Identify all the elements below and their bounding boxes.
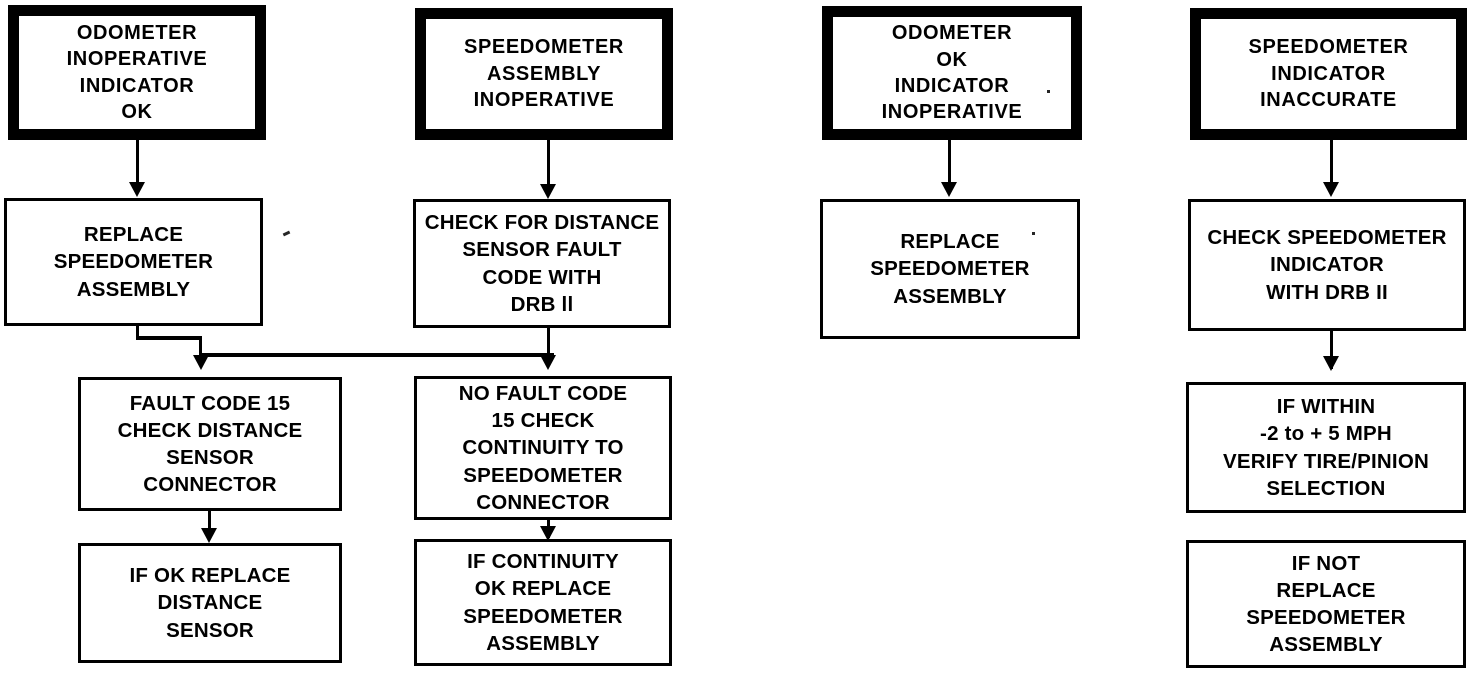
node-c3-step1: REPLACE SPEEDOMETER ASSEMBLY <box>820 199 1080 339</box>
node-c2-step3: IF CONTINUITY OK REPLACE SPEEDOMETER ASS… <box>414 539 672 666</box>
arrowhead-c2-s2 <box>540 355 556 370</box>
scan-speck <box>949 30 952 32</box>
node-c1-header: ODOMETER INOPERATIVE INDICATOR OK <box>8 5 266 140</box>
node-label: REPLACE SPEEDOMETER ASSEMBLY <box>53 223 214 301</box>
arrowhead-c4-s2 <box>1323 356 1339 371</box>
node-c4-step3: IF NOT REPLACE SPEEDOMETER ASSEMBLY <box>1186 540 1466 668</box>
node-label: ODOMETER INOPERATIVE INDICATOR OK <box>66 21 208 123</box>
connector-c4-header-to-s1 <box>1330 140 1333 192</box>
scan-speck <box>1032 232 1035 235</box>
node-c1-step2: FAULT CODE 15 CHECK DISTANCE SENSOR CONN… <box>78 377 342 511</box>
connector-branch-top-left <box>136 336 201 340</box>
node-c2-step1: CHECK FOR DISTANCE SENSOR FAULT CODE WIT… <box>413 199 671 328</box>
scan-speck <box>282 230 291 237</box>
node-label: IF NOT REPLACE SPEEDOMETER ASSEMBLY <box>1246 551 1406 657</box>
node-label: FAULT CODE 15 CHECK DISTANCE SENSOR CONN… <box>117 391 303 497</box>
connector-c4-s1-to-s2 <box>1330 331 1333 369</box>
node-label: IF WITHIN -2 to + 5 MPH VERIFY TIRE/PINI… <box>1223 395 1429 500</box>
arrowhead-c1-s2 <box>193 355 209 370</box>
node-label: ODOMETER OK INDICATOR INOPERATIVE <box>881 22 1023 124</box>
node-label: IF OK REPLACE DISTANCE SENSOR <box>129 564 291 642</box>
connector-c1-s1-drop <box>136 326 139 340</box>
scan-speck <box>1047 90 1050 93</box>
arrowhead-c4-s1 <box>1323 182 1339 197</box>
node-c2-step2: NO FAULT CODE 15 CHECK CONTINUITY TO SPE… <box>414 376 672 520</box>
node-c1-step1: REPLACE SPEEDOMETER ASSEMBLY <box>4 198 263 326</box>
node-c4-step1: CHECK SPEEDOMETER INDICATOR WITH DRB II <box>1188 199 1466 331</box>
node-label: CHECK FOR DISTANCE SENSOR FAULT CODE WIT… <box>424 211 660 316</box>
node-label: CHECK SPEEDOMETER INDICATOR WITH DRB II <box>1207 226 1447 304</box>
connector-c2-header-to-s1 <box>547 140 550 194</box>
connector-c1-header-to-s1 <box>136 140 139 192</box>
arrowhead-c2-s1 <box>540 184 556 199</box>
node-label: REPLACE SPEEDOMETER ASSEMBLY <box>870 230 1030 308</box>
arrowhead-c2-s3 <box>540 526 556 541</box>
node-c4-step2: IF WITHIN -2 to + 5 MPH VERIFY TIRE/PINI… <box>1186 382 1466 513</box>
node-label: IF CONTINUITY OK REPLACE SPEEDOMETER ASS… <box>463 550 623 655</box>
arrowhead-c1-s1 <box>129 182 145 197</box>
arrowhead-c3-s1 <box>941 182 957 197</box>
connector-c1-s2-to-s3 <box>208 511 211 537</box>
node-c2-header: SPEEDOMETER ASSEMBLY INOPERATIVE <box>415 8 673 140</box>
node-c1-step3: IF OK REPLACE DISTANCE SENSOR <box>78 543 342 663</box>
arrowhead-c1-s3 <box>201 528 217 543</box>
node-label: NO FAULT CODE 15 CHECK CONTINUITY TO SPE… <box>458 382 628 514</box>
node-c4-header: SPEEDOMETER INDICATOR INACCURATE <box>1190 8 1467 140</box>
connector-c3-header-to-s1 <box>948 140 951 192</box>
node-label: SPEEDOMETER ASSEMBLY INOPERATIVE <box>464 36 624 112</box>
node-c3-header: ODOMETER OK INDICATOR INOPERATIVE <box>822 6 1082 140</box>
connector-branch-bus <box>199 353 554 357</box>
connector-branch-left-riser <box>199 336 202 356</box>
connector-c2-s1-drop <box>547 328 550 358</box>
node-label: SPEEDOMETER INDICATOR INACCURATE <box>1248 36 1409 112</box>
